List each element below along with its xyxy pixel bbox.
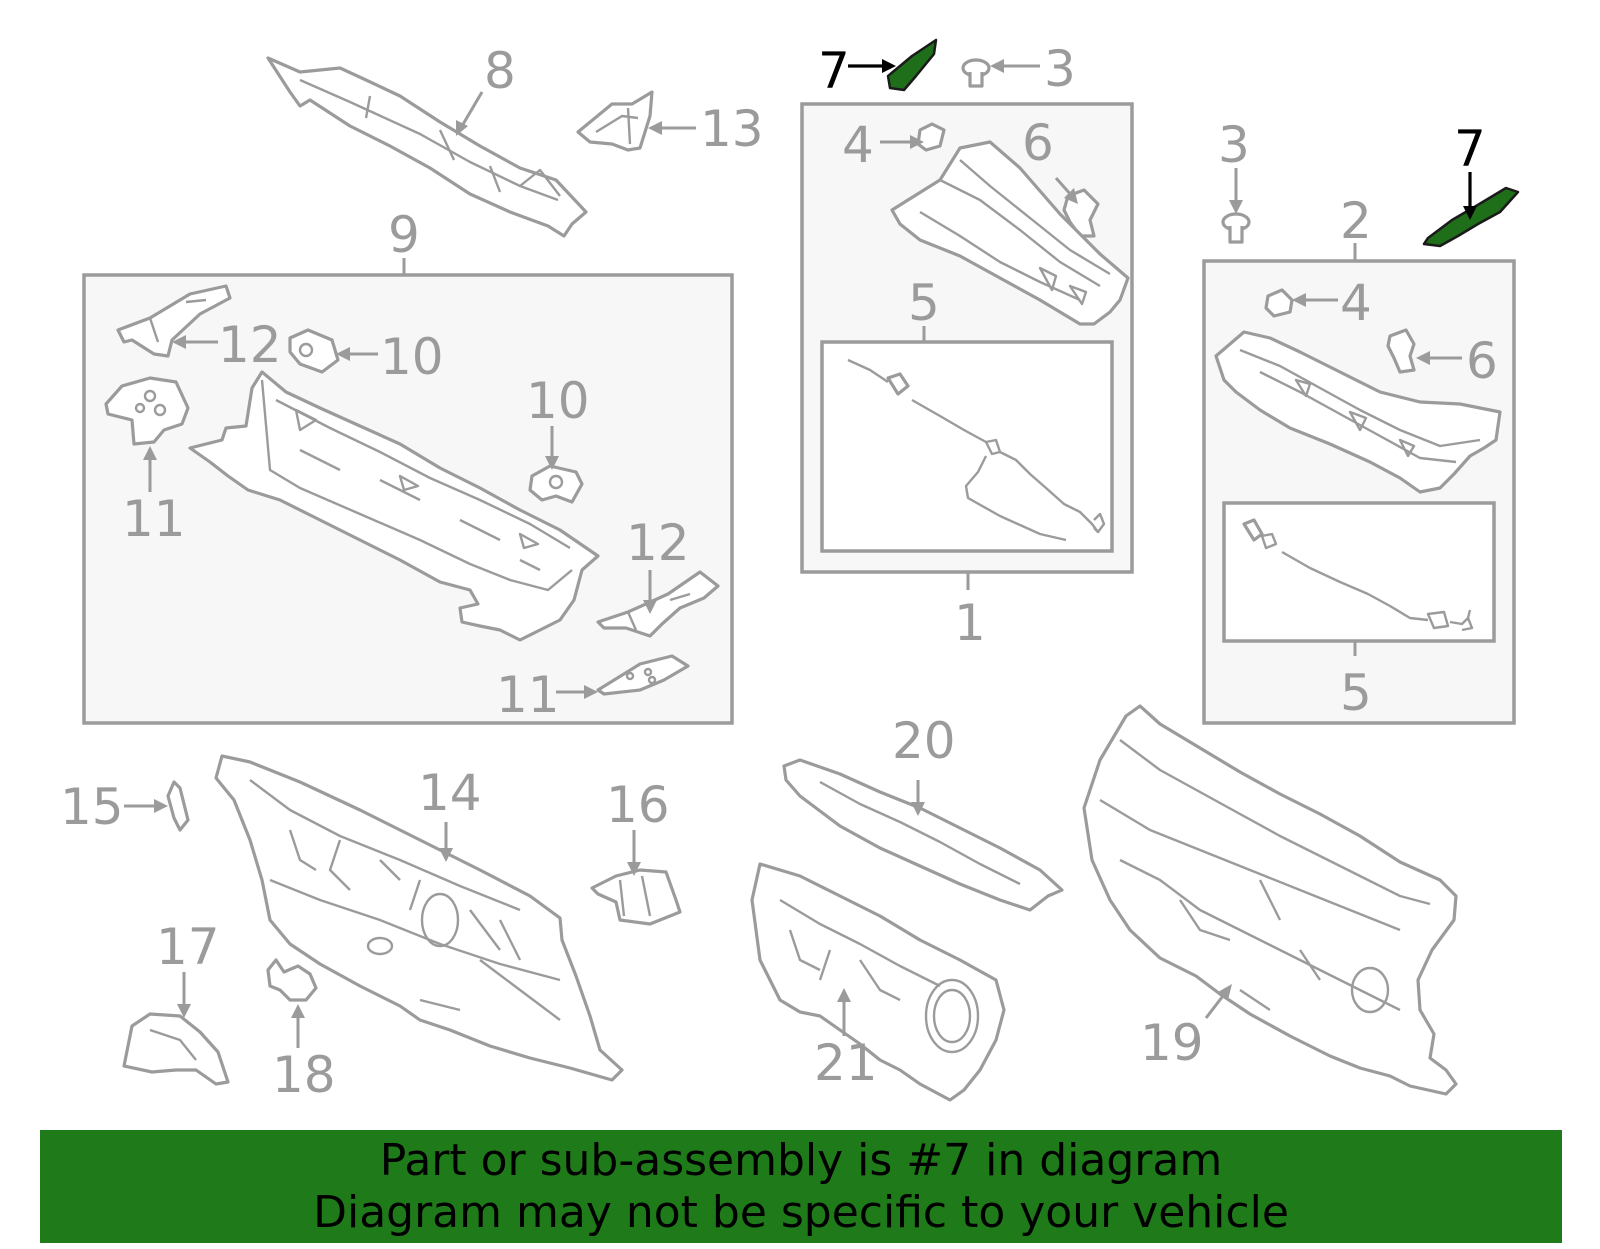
- callout-8: 8: [484, 42, 516, 100]
- callout-17: 17: [156, 918, 220, 976]
- part-8-cowl-bar: [266, 56, 588, 238]
- callout-12-lower: 12: [626, 514, 690, 572]
- part-11-reinforcement-upper: [104, 376, 190, 446]
- part-17-bracket: [122, 1012, 230, 1086]
- part-7-highlighted-center: [886, 38, 938, 92]
- callout-19: 19: [1140, 1014, 1204, 1072]
- callout-6-box2: 6: [1466, 332, 1498, 390]
- callout-18: 18: [272, 1046, 336, 1104]
- callout-4-box1: 4: [842, 116, 874, 174]
- leader-lines: [124, 59, 1462, 1048]
- callout-11-lower: 11: [496, 666, 560, 724]
- callout-2: 2: [1340, 192, 1372, 250]
- callout-5-box2: 5: [1340, 664, 1372, 722]
- info-banner: Part or sub-assembly is #7 in diagram Di…: [40, 1130, 1562, 1243]
- callout-5-box1: 5: [908, 274, 940, 332]
- callout-11-upper: 11: [122, 490, 186, 548]
- callout-21: 21: [814, 1034, 878, 1092]
- callout-9: 9: [388, 206, 420, 264]
- part-13-bracket: [576, 90, 654, 152]
- callout-15: 15: [60, 778, 124, 836]
- part-16-bracket: [590, 868, 682, 926]
- callout-7-center: 7: [818, 42, 850, 100]
- callout-3-center: 3: [1044, 40, 1076, 98]
- part-19-dash-panel: [1082, 704, 1458, 1096]
- callout-13: 13: [700, 100, 764, 158]
- part-6-clip-box2: [1386, 328, 1416, 374]
- callout-7-right: 7: [1454, 120, 1486, 178]
- part-21-panel: [750, 862, 1006, 1102]
- part-9-cowl-panel: [188, 370, 600, 642]
- callout-labels: 8 13 7 3 4 6 5 1 3 7 2 4 6 5 9 12 10 11 …: [60, 40, 1498, 1104]
- banner-line-2: Diagram may not be specific to your vehi…: [313, 1186, 1289, 1238]
- part-10-clip-lower: [528, 464, 584, 504]
- leader-lines-7: [848, 59, 1477, 220]
- callout-1: 1: [954, 594, 986, 652]
- callout-14: 14: [418, 764, 482, 822]
- box-5-inner-frame-b: [1222, 501, 1496, 643]
- part-18-clip: [266, 958, 318, 1002]
- callout-4-box2: 4: [1340, 274, 1372, 332]
- box-5-inner-frame-a: [820, 340, 1114, 553]
- part-4-clip-box1: [916, 122, 946, 152]
- part-3-pushpin-center: [961, 58, 991, 88]
- callout-20: 20: [892, 712, 956, 770]
- part-7-shape-center: [886, 38, 938, 92]
- part-11-plate-lower: [596, 654, 690, 696]
- part-14-dash-panel: [214, 754, 624, 1082]
- callout-6-box1: 6: [1022, 114, 1054, 172]
- part-4-clip-box2: [1264, 288, 1294, 318]
- callout-10-lower: 10: [526, 372, 590, 430]
- banner-line-1: Part or sub-assembly is #7 in diagram: [379, 1134, 1223, 1186]
- part-12-bracket-left: [116, 284, 232, 358]
- part-20-bar: [782, 758, 1064, 912]
- callout-12-upper: 12: [218, 316, 282, 374]
- callout-3-right: 3: [1218, 116, 1250, 174]
- banner-background: [40, 1130, 1562, 1243]
- part-12-bracket-right: [596, 570, 720, 638]
- part-5-hose-box2: [1242, 518, 1474, 632]
- part-cowl-top-box2: [1214, 330, 1502, 494]
- part-cowl-top-box1: [890, 140, 1130, 326]
- callout-10-upper: 10: [380, 328, 444, 386]
- callout-16: 16: [606, 776, 670, 834]
- part-3-pushpin-right: [1221, 212, 1251, 244]
- part-5-hose-box1: [847, 358, 1106, 542]
- part-10-clip-upper: [288, 328, 340, 374]
- part-15-small-bracket: [166, 780, 190, 832]
